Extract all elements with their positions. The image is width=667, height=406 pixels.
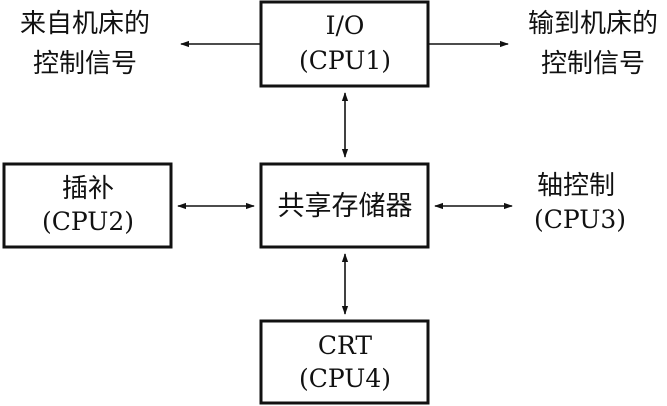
from-machine-label-line1: 来自机床的 (20, 9, 150, 39)
crt-box (259, 319, 430, 405)
interp-title: 插补 (62, 174, 114, 204)
io-cpu-label: (CPU1) (299, 46, 391, 75)
axis-control-cpu-label: (CPU3) (534, 205, 626, 234)
to-machine-label-line1: 输到机床的 (528, 9, 658, 39)
shared-memory-title: 共享存储器 (278, 191, 413, 222)
to-machine-label-line2: 控制信号 (541, 49, 645, 79)
crt-title: CRT (318, 331, 373, 360)
interp-box (2, 162, 173, 249)
shared-memory-box (259, 162, 430, 249)
axis-control-title: 轴控制 (537, 171, 615, 201)
interp-cpu-label: (CPU2) (42, 207, 134, 236)
from-machine-label-line2: 控制信号 (33, 49, 137, 79)
crt-cpu-label: (CPU4) (299, 364, 391, 393)
io-title: I/O (326, 11, 365, 40)
